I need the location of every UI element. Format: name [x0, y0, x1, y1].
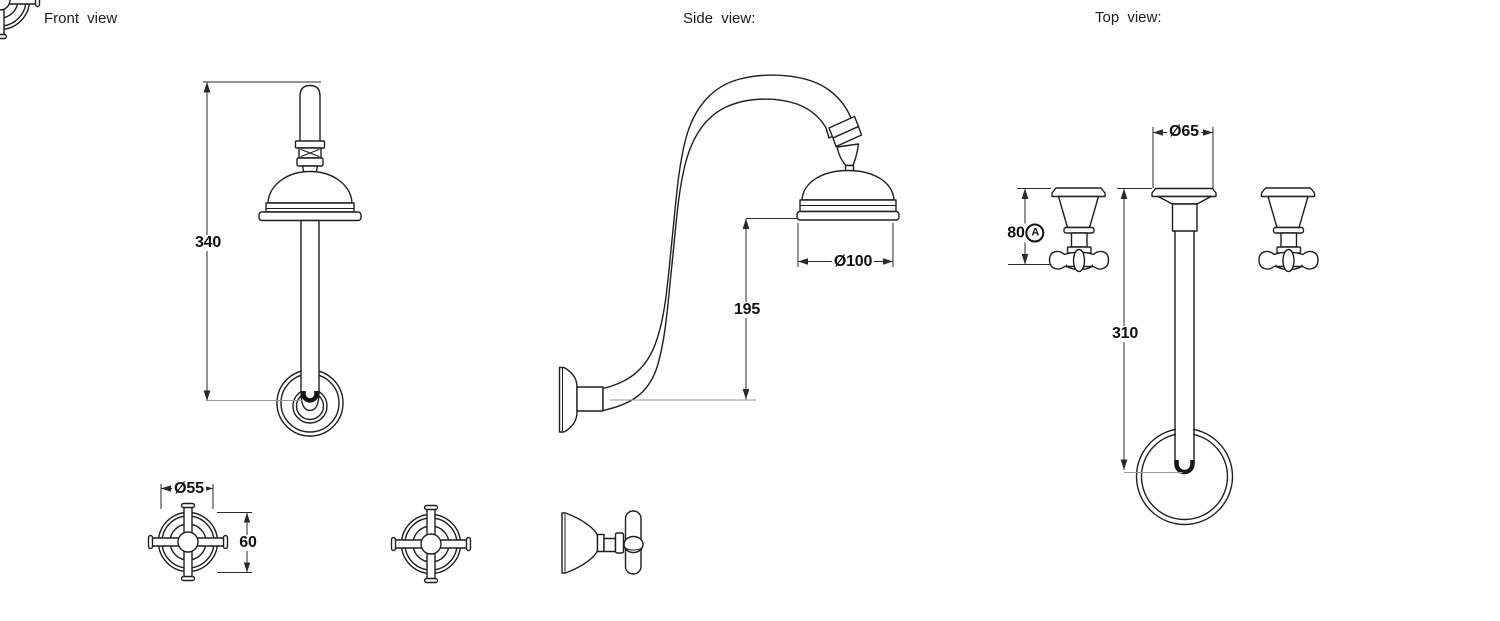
dim-label-handle-diameter: Ø55: [172, 480, 206, 497]
handle-front-arm-top: [1072, 248, 1086, 273]
pipe-mask-top: [1176, 427, 1193, 465]
gooseneck-tube: [602, 74, 855, 412]
inlet-pipe-front: [299, 84, 321, 142]
arm-pipe-top: [1174, 230, 1195, 464]
swivel-joint-cross-lines: [300, 149, 320, 157]
front-view-title: Front view: [44, 10, 118, 27]
handle-bell-top: [1057, 195, 1100, 229]
handle-collar-1-side: [596, 533, 605, 553]
shower-column-front: [258, 84, 362, 437]
handle-front-arm-side: [623, 535, 644, 554]
handle-stem-side: [603, 537, 617, 553]
shower-arm-side: [558, 74, 900, 433]
dim-d100-arrows: [798, 258, 893, 265]
side-view-drawing: [558, 74, 900, 575]
shower-head-dome-front: [267, 170, 353, 204]
top-view-drawing: [1008, 127, 1319, 526]
shower-head-rim-front: [258, 211, 362, 222]
shower-arm-top: [1135, 187, 1234, 526]
dim-label-handle-height: 60: [237, 534, 259, 551]
dim-label-arm-length: 310: [1109, 325, 1141, 342]
left-cross-handle-instance: [147, 502, 229, 582]
dim-60-ext: [217, 512, 252, 573]
dim-label-front-height: 340: [192, 234, 224, 251]
handle-collar-top: [1063, 226, 1095, 234]
dim-label-head-drop: 195: [731, 301, 763, 318]
handle-stem-top: [1070, 232, 1088, 248]
swivel-nut-front: [294, 140, 326, 149]
down-pipe-front: [300, 219, 320, 412]
side-view-title: Side view:: [683, 10, 756, 27]
dim-label-flange-diameter: Ø65: [1167, 123, 1201, 140]
handle-arm-cap-right: [34, 0, 41, 8]
handle-escutcheon-side: [561, 512, 599, 574]
dim-d65-ext: [1152, 127, 1214, 188]
collar-front: [296, 157, 324, 167]
shower-head-dome-side: [801, 169, 895, 201]
head-collar-side: [836, 143, 860, 167]
right-tap-handle-instance: [1258, 187, 1319, 273]
arm-flange-cap-top: [1151, 187, 1217, 198]
dim-label-handle-depth: 80 A: [1005, 223, 1047, 243]
right-cross-handle-instance: [390, 504, 472, 584]
head-connector-band-2: [832, 125, 863, 148]
pipe-end-cup-top: [1174, 460, 1195, 475]
dimension-d100: [797, 223, 894, 267]
shower-head-rim-side: [796, 210, 900, 221]
front-view-drawing: [0, 0, 472, 584]
shower-head-band-front: [265, 202, 355, 213]
arm-base-pipe-top: [1171, 203, 1198, 232]
handle-shadow-top: [1066, 264, 1093, 271]
tap-handle-top: [1048, 187, 1110, 273]
dim-label-head-diameter: Ø100: [831, 253, 875, 270]
handle-collar-2-side: [614, 532, 625, 554]
dim-label-handle-depth-value: 80: [1007, 224, 1025, 241]
handle-cap-top: [1051, 187, 1106, 198]
arm-wall-nut: [576, 386, 604, 412]
tap-handle-side: [561, 510, 644, 575]
handle-arm-cap-bottom: [0, 33, 8, 40]
pipe-end-cup-front: [301, 391, 319, 403]
arm-flange-taper-top: [1157, 195, 1212, 205]
handle-hub: [0, 0, 11, 11]
cross-handle-front: [0, 0, 41, 40]
handle-front-arm-line: [624, 546, 643, 551]
wall-flange-side: [558, 366, 578, 433]
top-view-title: Top view:: [1095, 9, 1162, 26]
dim-d100-ext: [797, 223, 894, 267]
circled-a-note-icon: A: [1025, 223, 1045, 243]
